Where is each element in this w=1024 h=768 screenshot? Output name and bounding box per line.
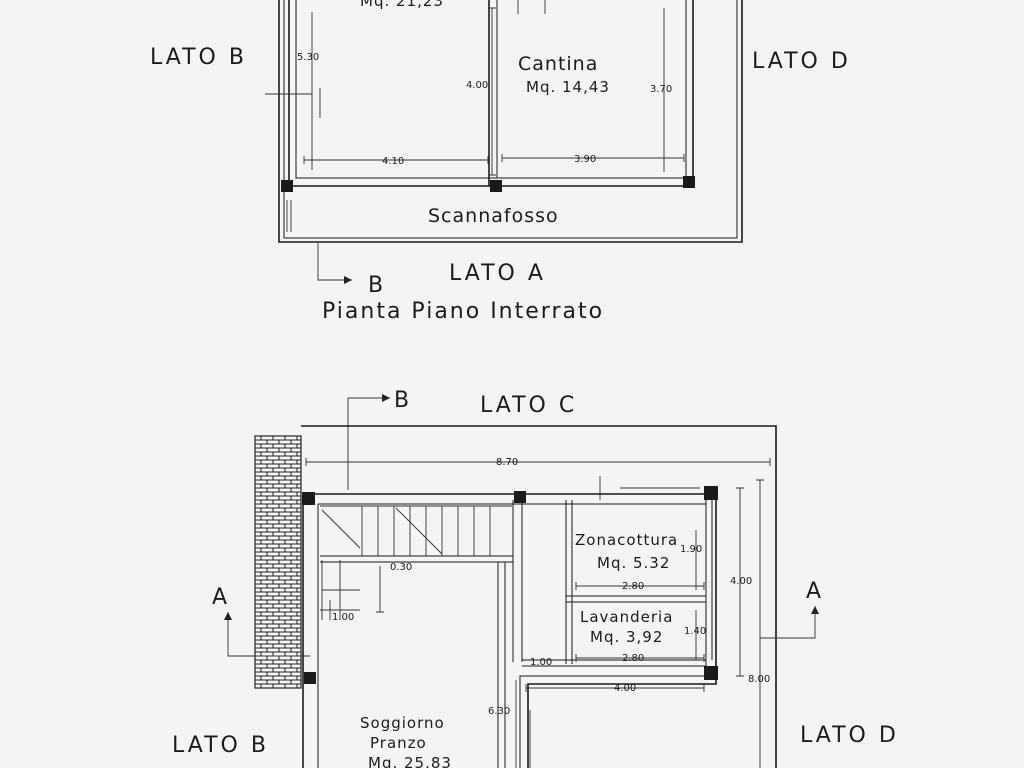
side-b-label: LATO B — [150, 45, 247, 70]
side-b-lower: LATO B — [172, 733, 269, 758]
lavanderia-name: Lavanderia — [580, 608, 673, 626]
dim-8-70: 8.70 — [496, 457, 518, 468]
dim-5-30: 5.30 — [297, 52, 319, 63]
cantina-name: Cantina — [518, 53, 598, 75]
dim-4-00-b: 4.00 — [614, 683, 636, 694]
section-a-right: A — [806, 579, 824, 604]
dim-4-00-a: 4.00 — [730, 576, 752, 587]
soggiorno-area: Mq. 25.83 — [368, 754, 452, 768]
dim-2-80-a: 2.80 — [622, 581, 644, 592]
dim-3-90: 3.90 — [574, 154, 596, 165]
scannafosso-label: Scannafosso — [428, 205, 559, 227]
section-b-mark: B — [368, 273, 386, 298]
dim-1-40: 1.40 — [684, 626, 706, 637]
room-area-label: Mq. 21,23 — [360, 0, 444, 10]
zonacottura-area: Mq. 5.32 — [597, 554, 670, 572]
dim-4-10: 4.10 — [382, 156, 404, 167]
side-d-lower: LATO D — [800, 723, 899, 748]
section-a-left: A — [212, 585, 230, 610]
side-d-label: LATO D — [752, 49, 851, 74]
basement-plan: Mq. 21,23 LATO B LATO D Cantina Mq. 14,4… — [150, 0, 851, 324]
cantina-area: Mq. 14,43 — [526, 78, 610, 96]
dim-2-80-b: 2.80 — [622, 653, 644, 664]
dim-0-30: 0.30 — [390, 562, 412, 573]
dim-3-70: 3.70 — [650, 84, 672, 95]
pranzo-name: Pranzo — [370, 734, 427, 752]
zonacottura-name: Zonacottura — [575, 531, 678, 549]
dim-1-00-b: 1.00 — [530, 657, 552, 668]
ground-floor-plan: B LATO C — [172, 388, 899, 768]
side-c-label: LATO C — [480, 393, 577, 418]
dim-1-90: 1.90 — [680, 544, 702, 555]
dim-4-00: 4.00 — [466, 80, 488, 91]
brick-wall-hatch — [254, 435, 302, 689]
soggiorno-name: Soggiorno — [360, 714, 445, 732]
dim-1-00-a: 1.00 — [332, 612, 354, 623]
side-a-label: LATO A — [449, 261, 546, 286]
plan-title: Pianta Piano Interrato — [322, 299, 604, 324]
lavanderia-area: Mq. 3,92 — [590, 628, 663, 646]
dim-8-00: 8.00 — [748, 674, 770, 685]
section-b-top: B — [394, 388, 412, 413]
dim-6-30: 6.30 — [488, 706, 510, 717]
